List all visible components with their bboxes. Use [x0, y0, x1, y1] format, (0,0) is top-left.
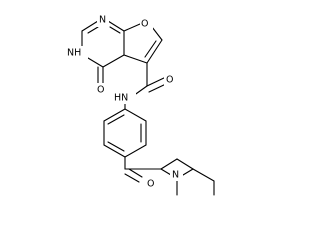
- bond-n-ca: [182, 168, 194, 176]
- benzene-ring: [103, 102, 147, 158]
- bond-c6-c1-inner: [107, 114, 125, 125]
- atom-o-keto: O: [97, 85, 104, 96]
- bond-ca-top: [176, 158, 194, 170]
- bond-c1-c2: [124, 108, 147, 122]
- bond-c4a-c4: [102, 54, 125, 68]
- bond-cco-n: [160, 168, 172, 176]
- bond-camide-o: [146, 76, 167, 87]
- amide-group: [132, 62, 169, 97]
- molecule-structure: N O NH O O HN O N: [67, 14, 215, 196]
- bond-o-c6: [151, 26, 163, 41]
- bond-c2-n3-inner: [87, 26, 99, 34]
- atom-n1: N: [99, 15, 106, 26]
- bond-cco-o-double: [124, 173, 140, 183]
- bond-n1-c7a: [107, 20, 125, 32]
- bond-c4-n3: [87, 57, 104, 68]
- bond-c6-c1: [103, 108, 126, 122]
- bond-cco-o-double-2: [128, 168, 143, 178]
- piperidine-carbonyl: [124, 156, 172, 183]
- bond-n1-c7a-inner: [109, 26, 121, 34]
- atom-n-piperidine: N: [172, 170, 179, 181]
- atom-hn-amide: HN: [114, 93, 128, 104]
- bond-c4-c5: [103, 144, 126, 158]
- bond-c4-c5-inner: [107, 141, 125, 152]
- atom-o-amide: O: [166, 75, 173, 86]
- bond-top-left: [160, 158, 178, 170]
- atom-o-piperidine-carbonyl: O: [147, 179, 154, 190]
- bond-c6-c5-inner: [144, 40, 157, 58]
- bond-c2-n1: [81, 20, 99, 32]
- atom-nh-ring: NH: [67, 48, 81, 59]
- bond-c7a-o: [123, 23, 141, 32]
- atom-o-furan: O: [141, 19, 148, 30]
- bond-c6-c5: [146, 39, 163, 64]
- bond-c5-c4a: [123, 54, 148, 64]
- piperidine-ring: [160, 158, 215, 196]
- bond-c3-c4: [124, 144, 147, 158]
- furan-ring: [123, 23, 163, 64]
- pyrimidinone-ring: [81, 20, 125, 68]
- bond-ca-cb: [192, 168, 215, 182]
